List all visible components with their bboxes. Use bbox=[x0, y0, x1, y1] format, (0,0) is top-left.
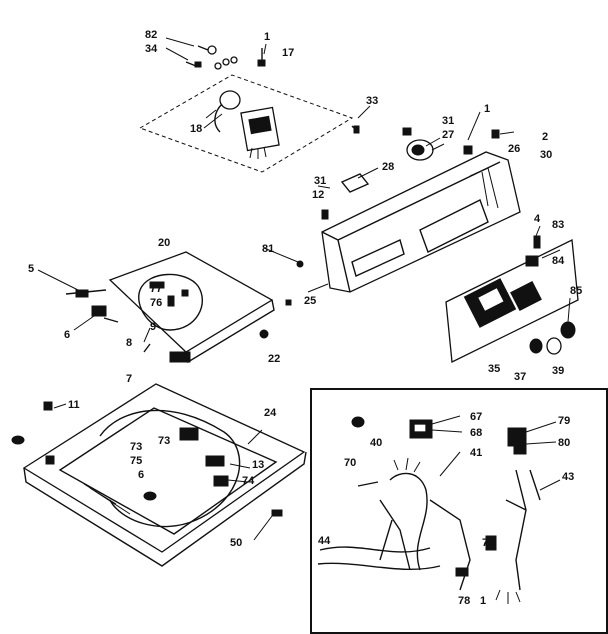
harness-inset-box bbox=[310, 388, 608, 634]
callout-22: 22 bbox=[268, 353, 280, 365]
timer-motor-part bbox=[240, 106, 280, 159]
harness-inset-parts bbox=[317, 416, 541, 604]
callout-68: 68 bbox=[470, 427, 482, 439]
callout-7: 7 bbox=[126, 373, 132, 385]
callout-33: 33 bbox=[366, 95, 378, 107]
selector-switch-part bbox=[402, 127, 500, 161]
callout-11: 11 bbox=[68, 399, 80, 411]
callout-4: 4 bbox=[534, 213, 541, 225]
callout-1c: 1 bbox=[480, 595, 486, 607]
screw-parts-top bbox=[185, 45, 360, 134]
callout-5: 5 bbox=[28, 263, 34, 275]
callout-37: 37 bbox=[514, 371, 526, 383]
callout-67: 67 bbox=[470, 411, 482, 423]
leader-lines bbox=[37, 37, 571, 541]
callout-43: 43 bbox=[562, 471, 574, 483]
callout-1b: 1 bbox=[484, 103, 490, 115]
callout-8: 8 bbox=[126, 337, 132, 349]
callout-41: 41 bbox=[470, 447, 482, 459]
callout-82: 82 bbox=[145, 29, 157, 41]
callout-83: 83 bbox=[552, 219, 564, 231]
callout-1a: 1 bbox=[264, 31, 270, 43]
callout-76: 76 bbox=[150, 297, 162, 309]
hinge-parts-left bbox=[65, 289, 191, 363]
callout-17: 17 bbox=[282, 47, 294, 59]
callout-2: 2 bbox=[542, 131, 548, 143]
callout-78: 78 bbox=[458, 595, 470, 607]
callout-70: 70 bbox=[344, 457, 356, 469]
callout-26: 26 bbox=[508, 143, 520, 155]
callout-50: 50 bbox=[230, 537, 242, 549]
callout-79: 79 bbox=[558, 415, 570, 427]
callout-71: 71 bbox=[482, 537, 494, 549]
callout-73b: 73 bbox=[130, 441, 142, 453]
top-cover-part bbox=[108, 251, 275, 364]
callout-35: 35 bbox=[488, 363, 500, 375]
console-panel-part bbox=[321, 151, 521, 293]
callout-73a: 73 bbox=[158, 435, 170, 447]
push-button-part bbox=[321, 173, 370, 220]
callout-30: 30 bbox=[540, 149, 552, 161]
callout-6b: 6 bbox=[138, 469, 144, 481]
callout-6: 6 bbox=[64, 329, 70, 341]
timer-mount-plane bbox=[138, 74, 354, 173]
callout-12: 12 bbox=[312, 189, 324, 201]
callout-81: 81 bbox=[262, 243, 274, 255]
callout-28: 28 bbox=[382, 161, 394, 173]
harness-board-part bbox=[445, 235, 579, 363]
callout-31b: 31 bbox=[314, 175, 326, 187]
callout-labels: 82 34 1 17 33 18 31 27 1 2 26 30 28 31 1… bbox=[28, 29, 582, 607]
callout-18: 18 bbox=[190, 123, 202, 135]
callout-85: 85 bbox=[570, 285, 582, 297]
callout-84: 84 bbox=[552, 255, 565, 267]
callout-80: 80 bbox=[558, 437, 570, 449]
callout-13: 13 bbox=[252, 459, 264, 471]
callout-77: 77 bbox=[150, 283, 162, 295]
callout-31a: 31 bbox=[442, 115, 454, 127]
cabinet-top-part bbox=[11, 383, 307, 567]
callout-40: 40 bbox=[370, 437, 382, 449]
callout-9: 9 bbox=[150, 321, 156, 333]
callout-25: 25 bbox=[304, 295, 316, 307]
callout-27: 27 bbox=[442, 129, 454, 141]
callout-24: 24 bbox=[264, 407, 277, 419]
callout-39: 39 bbox=[552, 365, 564, 377]
knob-parts-right bbox=[529, 321, 576, 355]
callout-75: 75 bbox=[130, 455, 142, 467]
callout-20: 20 bbox=[158, 237, 170, 249]
callout-44: 44 bbox=[318, 535, 331, 547]
callout-74: 74 bbox=[242, 475, 255, 487]
timer-knob-part bbox=[205, 90, 241, 133]
callout-34: 34 bbox=[145, 43, 158, 55]
small-fastener-parts bbox=[259, 260, 304, 339]
